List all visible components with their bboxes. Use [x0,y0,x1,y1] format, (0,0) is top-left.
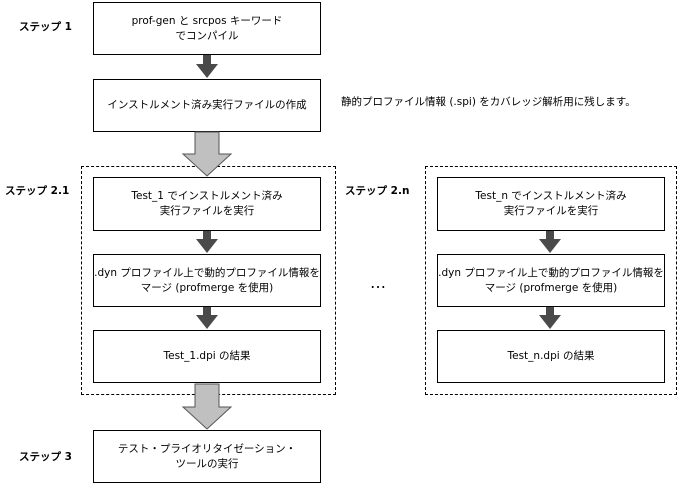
step-3-label: ステップ 3 [19,451,72,463]
merge-n-box: .dyn プロファイル上で動的プロファイル情報を マージ (profmerge … [437,254,665,307]
step-2-n-label: ステップ 2.n [345,185,410,197]
arrow-head-1 [196,64,218,78]
prioritization-tool-box: テスト・プライオリタイゼーション・ ツールの実行 [93,430,321,483]
merge-1-box: .dyn プロファイル上で動的プロファイル情報を マージ (profmerge … [93,254,321,307]
step-2-1-label: ステップ 2.1 [5,185,70,197]
static-profile-note: 静的プロファイル情報 (.spi) をカバレッジ解析用に残します。 [341,96,636,108]
result-1-box: Test_1.dpi の結果 [93,330,321,383]
step-2-n-group [425,166,677,395]
result-n-box: Test_n.dpi の結果 [437,330,665,383]
arrow-shaft-1 [203,55,211,66]
instrumented-executable-box: インストルメント済み実行ファイルの作成 [93,79,321,132]
run-test-n-box: Test_n でインストルメント済み 実行ファイルを実行 [437,177,665,231]
step-1-label: ステップ 1 [19,21,72,33]
run-test-1-box: Test_1 でインストルメント済み 実行ファイルを実行 [93,177,321,231]
ellipsis: … [370,273,387,292]
compile-box: prof-gen と srcpos キーワード でコンパイル [93,2,321,55]
